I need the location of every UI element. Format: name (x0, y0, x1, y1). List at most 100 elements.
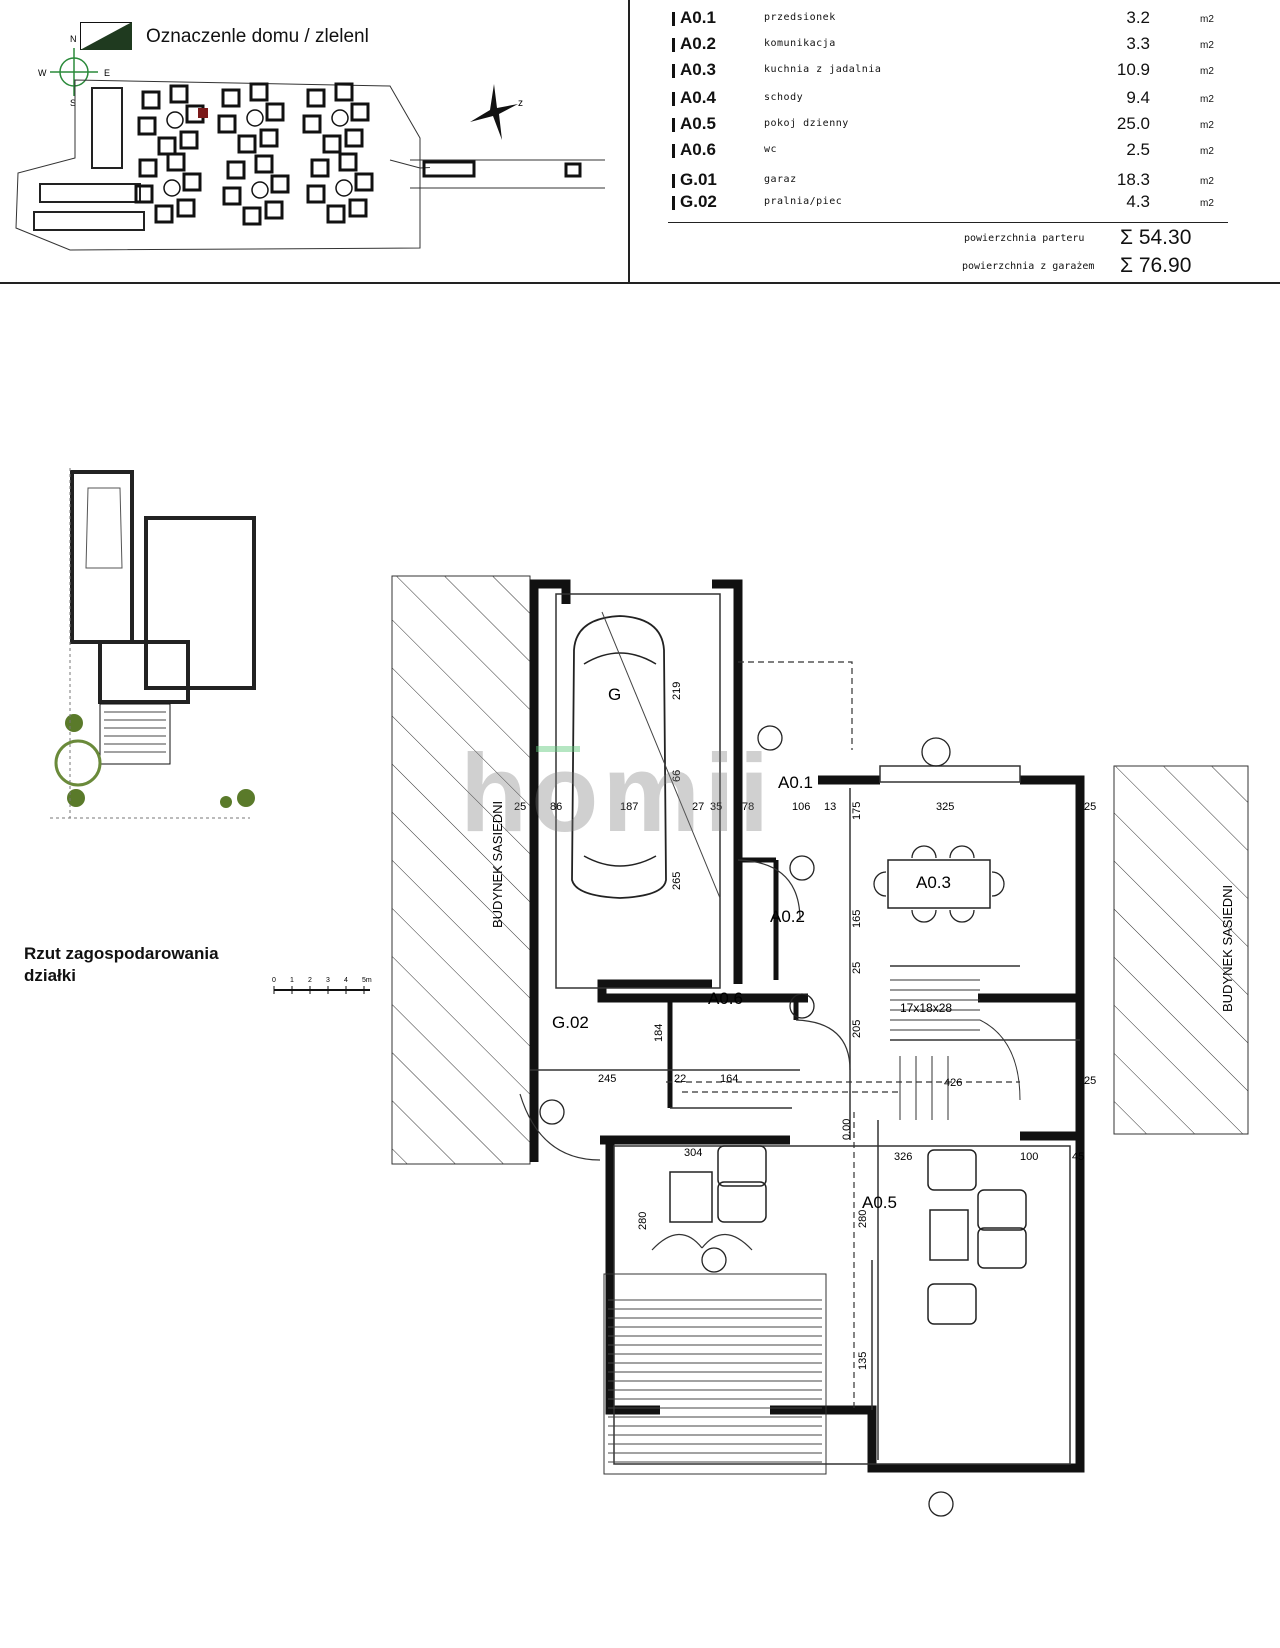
house-block (182, 172, 202, 192)
dim-45: 45 (1072, 1151, 1084, 1163)
neighbor-building-left (391, 575, 531, 1165)
room-area: 3.3 (1126, 34, 1150, 53)
room-name: kuchnia z jadalnia (764, 64, 882, 75)
room-code: A0.4 (680, 88, 716, 107)
watermark: homii (460, 732, 774, 855)
room-area: 18.3 (1116, 170, 1150, 189)
room-label-wc: A0.6 (708, 989, 743, 1008)
dim-25d: 25 (1084, 1075, 1096, 1087)
stairs-steps (890, 979, 980, 1120)
neighbor-building-right (1113, 765, 1249, 1135)
room-code: A0.5 (680, 114, 716, 133)
cluster-tree (166, 111, 184, 129)
room-table-row: A0.3 kuchnia z jadalnia 10.9 m2 (672, 60, 1220, 84)
room-code: A0.6 (680, 140, 716, 159)
highlighted-house-marker (198, 108, 208, 118)
cluster-tree (331, 109, 349, 127)
room-area: 4.3 (1126, 192, 1150, 211)
room-code: A0.3 (680, 60, 716, 79)
kitchen-table (887, 859, 991, 909)
dim-000: 0.00 (841, 1119, 853, 1140)
room-unit: m2 (1200, 14, 1214, 25)
house-block (226, 160, 246, 180)
house-block (242, 206, 262, 226)
compass-s: S (70, 98, 76, 108)
cluster-tree (163, 179, 181, 197)
terrace (603, 1273, 827, 1475)
house-block (334, 82, 354, 102)
house-block (169, 84, 189, 104)
dim-106: 106 (792, 801, 810, 813)
dim-184: 184 (653, 1024, 665, 1042)
room-unit: m2 (1200, 66, 1214, 77)
cluster-tree (251, 181, 269, 199)
dim-100: 100 (1020, 1151, 1038, 1163)
house-block (354, 172, 374, 192)
dim-165: 165 (851, 910, 863, 928)
room-area: 10.9 (1116, 60, 1150, 79)
room-unit: m2 (1200, 40, 1214, 51)
kitchen-chairs (873, 845, 1005, 923)
house-block (249, 82, 269, 102)
room-unit: m2 (1200, 176, 1214, 187)
dim-280b: 280 (857, 1210, 869, 1228)
dim-66: 66 (671, 770, 683, 782)
neighbor-label-right: BUDYNEK SASIEDNI (1220, 885, 1235, 1012)
dim-175: 175 (851, 802, 863, 820)
room-unit: m2 (1200, 120, 1214, 131)
section-markers (539, 725, 954, 1517)
house-block (302, 114, 322, 134)
house-block (326, 204, 346, 224)
dim-22: 22 (674, 1073, 686, 1085)
house-block (137, 116, 157, 136)
sum-total-label: powierzchnia z garażem (962, 261, 1095, 272)
house-block (270, 174, 290, 194)
house-block (306, 184, 326, 204)
room-name: przedsionek (764, 12, 836, 23)
room-code: A0.1 (680, 8, 716, 27)
scale-tick-label: 2 (308, 977, 312, 984)
house-block (141, 90, 161, 110)
sum-total-value: Σ 76.90 (1120, 254, 1192, 277)
site-plan-caption: Rzut zagospodarowania działki (24, 943, 264, 987)
dim-164: 164 (720, 1073, 738, 1085)
dim-187: 187 (620, 801, 638, 813)
row-marker (672, 174, 675, 188)
room-label-stairs: 17x18x28 (900, 1001, 952, 1015)
row-marker (672, 64, 675, 78)
house-block (157, 136, 177, 156)
tree-icon (54, 739, 102, 787)
exterior-walls (529, 579, 1085, 1473)
sum-ground-label: powierzchnia parteru (964, 233, 1085, 244)
cluster-tree (335, 179, 353, 197)
car-icon (571, 615, 667, 899)
dim-265: 265 (671, 872, 683, 890)
sum-ground-value: Σ 54.30 (1120, 226, 1192, 249)
dim-25b: 25 (1084, 801, 1096, 813)
room-unit: m2 (1200, 146, 1214, 157)
dim-304: 304 (684, 1147, 702, 1159)
house-block (222, 186, 242, 206)
estate-site-map-extension (410, 159, 605, 189)
house-block (179, 130, 199, 150)
watermark-accent (536, 746, 580, 752)
legend-swatch-icon (80, 22, 132, 50)
house-block (348, 198, 368, 218)
room-area: 25.0 (1116, 114, 1150, 133)
row-marker (672, 38, 675, 52)
room-name: schody (764, 92, 804, 103)
room-name: komunikacja (764, 38, 836, 49)
room-label-garage: G (608, 685, 621, 704)
house-clusters (134, 82, 374, 226)
compass-icon: N S W E (38, 34, 110, 108)
house-block (237, 134, 257, 154)
room-label-living: A0.5 (862, 1193, 897, 1212)
room-code: G.01 (680, 170, 717, 189)
room-name: pokoj dzienny (764, 118, 849, 129)
site-plan-caption-line2: działki (24, 966, 76, 985)
